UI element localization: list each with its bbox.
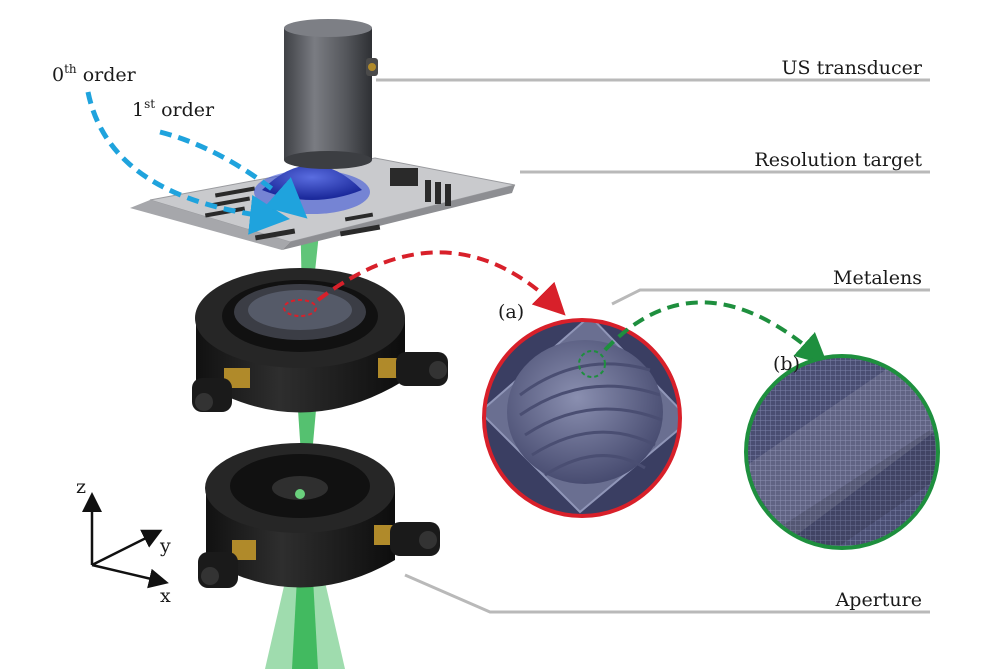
coordinate-axes	[82, 492, 169, 589]
label-first-order: 1st order	[132, 97, 215, 121]
label-us-transducer: US transducer	[782, 57, 923, 79]
resolution-target	[130, 157, 516, 250]
inset-a-metalens-zoom	[482, 318, 682, 518]
mount-knob-left	[192, 368, 250, 412]
aperture-knob-left	[198, 540, 256, 588]
axis-label-z: z	[76, 476, 86, 498]
label-inset-a: (a)	[498, 301, 524, 323]
zeroth-order-arrow	[85, 91, 290, 235]
label-metalens: Metalens	[833, 267, 922, 289]
leader-lines	[376, 78, 930, 614]
inset-b-nanostructure-zoom	[744, 354, 940, 550]
aperture-knob-right	[374, 522, 440, 556]
leader-aperture	[404, 573, 930, 614]
leader-metalens	[611, 288, 930, 306]
aperture-mount	[198, 443, 440, 588]
zoom-arrow-b	[603, 300, 828, 366]
metalens-highlight	[283, 299, 317, 317]
label-aperture: Aperture	[835, 589, 922, 611]
label-resolution-target: Resolution target	[754, 149, 922, 171]
us-transducer	[284, 19, 378, 169]
metalens-mount	[192, 268, 448, 413]
first-order-arrow	[159, 129, 308, 219]
axis-label-x: x	[160, 585, 171, 607]
inset-a-highlight	[578, 350, 606, 378]
mount-knob-right	[378, 352, 448, 386]
y-axis	[91, 529, 163, 567]
acoustic-orders	[85, 91, 308, 235]
label-inset-b: (b)	[773, 353, 800, 375]
label-zeroth-order: 0th order	[52, 62, 137, 86]
axis-label-y: y	[159, 535, 171, 557]
zoom-arrow-a	[316, 250, 566, 316]
x-axis	[91, 563, 169, 589]
